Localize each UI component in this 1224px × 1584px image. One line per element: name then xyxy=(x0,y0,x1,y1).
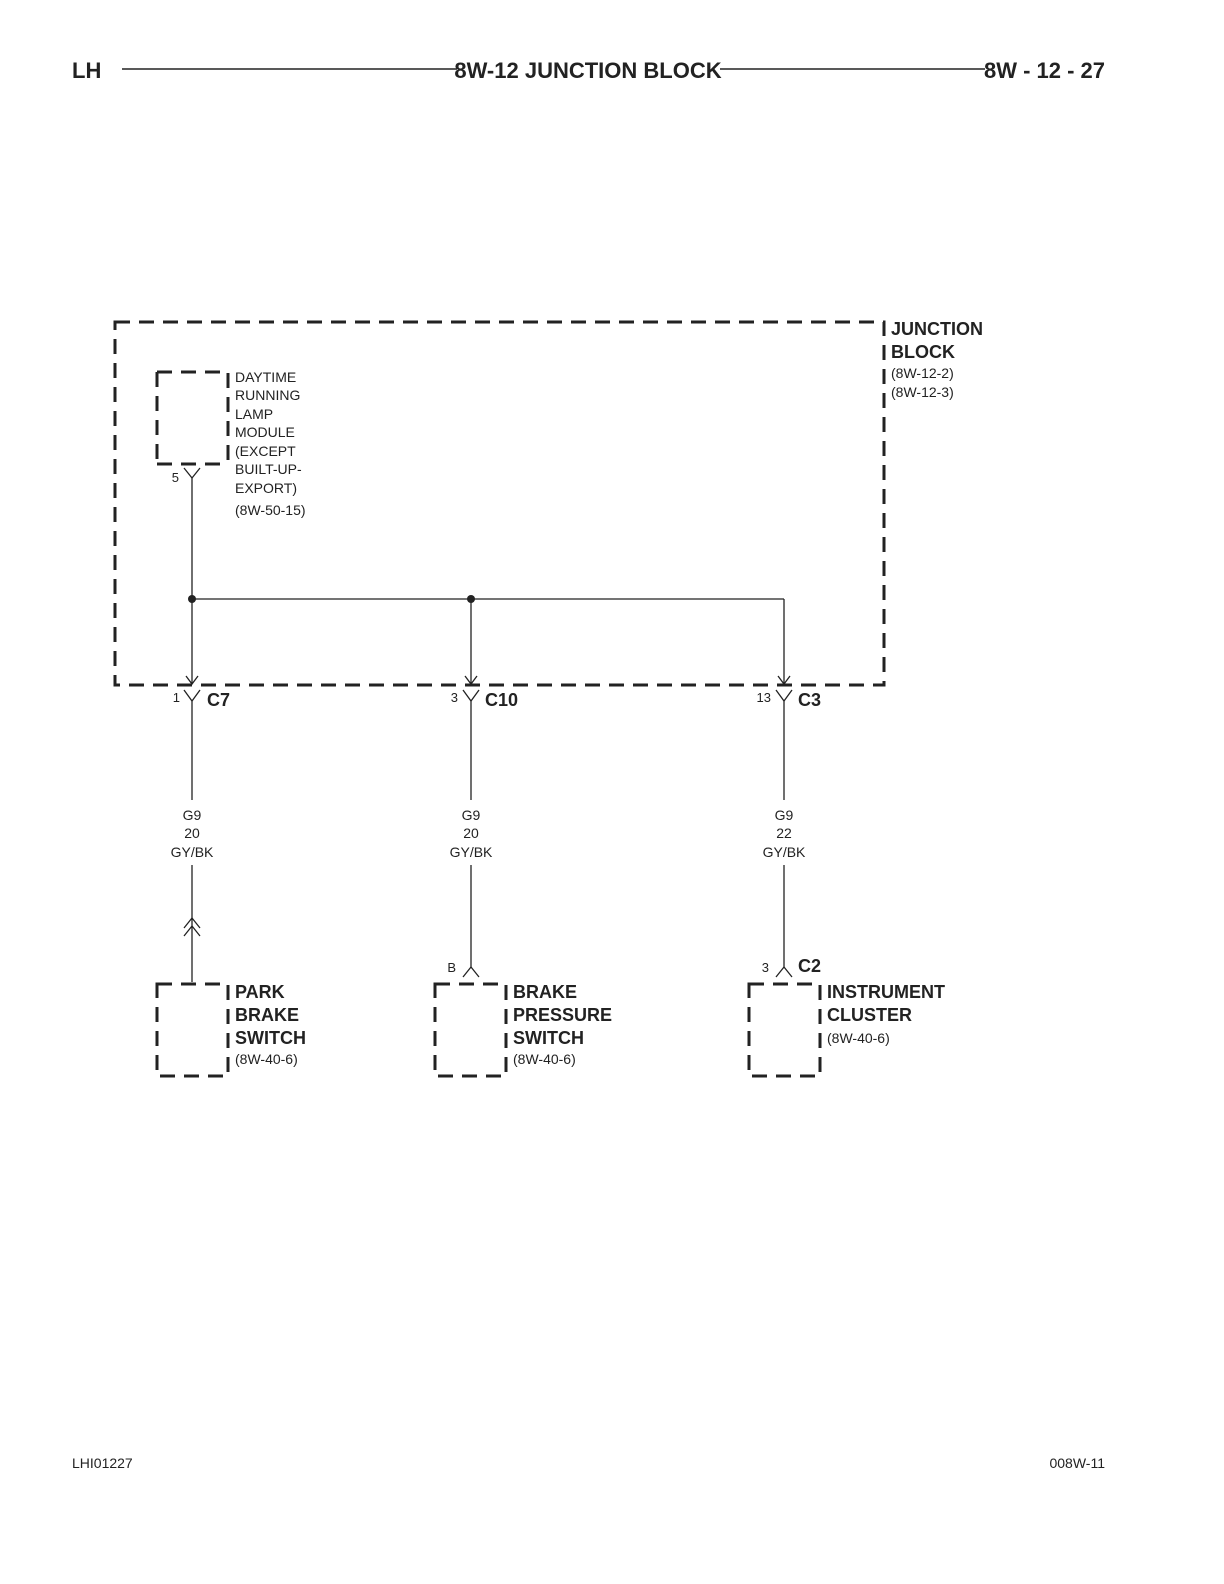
brake-pressure-name-2: PRESSURE xyxy=(513,1005,612,1025)
brake-pressure-switch-outline xyxy=(433,982,508,1078)
instrument-cluster: INSTRUMENT CLUSTER (8W-40-6) xyxy=(747,982,945,1078)
drl-name-3: LAMP xyxy=(235,406,273,422)
instrument-cluster-name-1: INSTRUMENT xyxy=(827,982,945,1002)
drl-module: DAYTIME RUNNING LAMP MODULE (EXCEPT BUIL… xyxy=(155,369,306,518)
c2-pin: 3 xyxy=(762,960,769,975)
park-brake-name-2: BRAKE xyxy=(235,1005,299,1025)
junction-block-name-2: BLOCK xyxy=(891,342,955,362)
c7-internal-arrow xyxy=(185,675,199,686)
connector-c7: 1 C7 G9 20 GY/BK xyxy=(171,689,230,982)
drl-name-4: MODULE xyxy=(235,424,295,440)
page-header: LH 8W-12 JUNCTION BLOCK 8W - 12 - 27 xyxy=(72,58,1105,83)
splice-node-1 xyxy=(188,595,196,603)
c10-label: C10 xyxy=(485,690,518,710)
brake-pressure-pin: B xyxy=(447,960,456,975)
c3-internal-arrow xyxy=(777,675,791,686)
junction-block-outline xyxy=(113,320,886,687)
drl-name-6: BUILT-UP- xyxy=(235,461,302,477)
brake-pressure-name-1: BRAKE xyxy=(513,982,577,1002)
drl-name-5: (EXCEPT xyxy=(235,443,296,459)
park-brake-ref: (8W-40-6) xyxy=(235,1051,298,1067)
drl-name-1: DAYTIME xyxy=(235,369,296,385)
junction-block-name-1: JUNCTION xyxy=(891,319,983,339)
page-footer: LHI01227 008W-11 xyxy=(72,1455,1105,1471)
junction-block: JUNCTION BLOCK (8W-12-2) (8W-12-3) xyxy=(113,319,983,687)
instrument-cluster-ref: (8W-40-6) xyxy=(827,1030,890,1046)
wire-1-gauge: 20 xyxy=(184,825,200,841)
c7-connector-symbol xyxy=(183,689,201,703)
drl-name-7: EXPORT) xyxy=(235,480,297,496)
brake-pressure-switch: BRAKE PRESSURE SWITCH (8W-40-6) xyxy=(433,982,612,1078)
c3-pin: 13 xyxy=(757,690,771,705)
c7-label: C7 xyxy=(207,690,230,710)
brake-pressure-name-3: SWITCH xyxy=(513,1028,584,1048)
drl-connector-symbol xyxy=(183,467,201,480)
connector-c10: 3 C10 G9 20 GY/BK B xyxy=(447,689,518,978)
junction-block-ref-1: (8W-12-2) xyxy=(891,365,954,381)
park-brake-name-1: PARK xyxy=(235,982,285,1002)
footer-right: 008W-11 xyxy=(1049,1455,1105,1471)
footer-left: LHI01227 xyxy=(72,1455,133,1471)
connector-c3: 13 C3 G9 22 GY/BK 3 C2 xyxy=(757,689,821,978)
c2-label: C2 xyxy=(798,956,821,976)
drl-pin-5: 5 xyxy=(172,470,179,485)
park-brake-switch: PARK BRAKE SWITCH (8W-40-6) xyxy=(155,982,306,1078)
c3-label: C3 xyxy=(798,690,821,710)
c7-pin: 1 xyxy=(173,690,180,705)
brake-pressure-connector-symbol xyxy=(462,965,480,978)
instrument-cluster-name-2: CLUSTER xyxy=(827,1005,912,1025)
wire-2-color: GY/BK xyxy=(450,844,493,860)
junction-bus xyxy=(185,478,791,686)
drl-module-outline xyxy=(155,370,230,464)
c10-connector-symbol xyxy=(462,689,480,703)
c10-pin: 3 xyxy=(451,690,458,705)
wire-2-circuit: G9 xyxy=(462,807,481,823)
park-brake-inline-connector-symbol xyxy=(183,916,201,937)
c10-internal-arrow xyxy=(464,675,478,686)
drl-ref: (8W-50-15) xyxy=(235,502,306,518)
park-brake-switch-outline xyxy=(155,982,230,1078)
wire-1-color: GY/BK xyxy=(171,844,214,860)
c2-connector-symbol xyxy=(775,965,793,978)
wire-3-color: GY/BK xyxy=(763,844,806,860)
brake-pressure-ref: (8W-40-6) xyxy=(513,1051,576,1067)
splice-node-2 xyxy=(467,595,475,603)
wire-3-circuit: G9 xyxy=(775,807,794,823)
header-title: 8W-12 JUNCTION BLOCK xyxy=(454,58,721,83)
wire-1-circuit: G9 xyxy=(183,807,202,823)
wire-3-gauge: 22 xyxy=(776,825,792,841)
park-brake-name-3: SWITCH xyxy=(235,1028,306,1048)
drl-name-2: RUNNING xyxy=(235,387,300,403)
header-page-number: 8W - 12 - 27 xyxy=(984,58,1105,83)
header-left: LH xyxy=(72,58,101,83)
wire-2-gauge: 20 xyxy=(463,825,479,841)
instrument-cluster-outline xyxy=(747,982,822,1078)
c3-connector-symbol xyxy=(775,689,793,703)
junction-block-ref-2: (8W-12-3) xyxy=(891,384,954,400)
